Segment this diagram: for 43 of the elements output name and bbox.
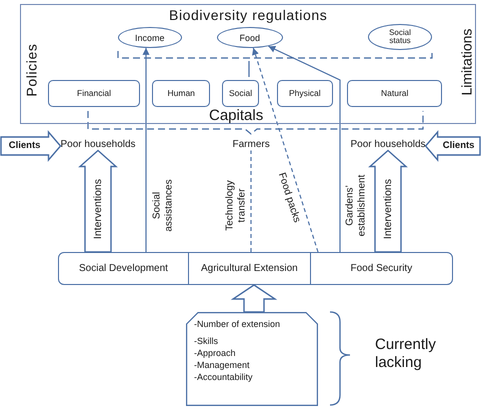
edge-label: Food packs (275, 171, 302, 224)
connector-line (250, 150, 252, 252)
block-arrow (78, 150, 118, 253)
list-item: -Accountability (194, 372, 253, 382)
capital-cell: Financial (48, 80, 140, 107)
arrow (268, 46, 341, 252)
list-box (186, 312, 318, 406)
group-label: Poor households (350, 139, 426, 150)
row-label: Capitals (209, 106, 264, 124)
block-arrow (368, 150, 408, 253)
list-item: -Approach (194, 348, 236, 358)
edge-label: Clients (8, 140, 40, 152)
program-cell: Food Security (310, 252, 453, 285)
program-cell: Social Development (58, 252, 189, 285)
edge-label: Interventions (382, 179, 394, 240)
capital-cell: Social (222, 80, 259, 107)
capital-cell: Human (152, 80, 210, 107)
block-arrow (230, 284, 278, 313)
outcome-ellipse: Social status (368, 24, 432, 50)
list-item: -Number of extension (194, 319, 280, 330)
edge-label: Social assistances (152, 178, 174, 234)
outcome-ellipse: Food (217, 27, 283, 48)
block-arrow (0, 130, 62, 162)
edge-label: Gardens’ establishment (344, 173, 368, 238)
capital-cell: Physical (277, 80, 333, 107)
side-label: Policies (22, 44, 40, 97)
program-cell: Agricultural Extension (188, 252, 311, 285)
arrow (142, 48, 150, 252)
group-label: Poor households (60, 139, 136, 150)
edge-label: Clients (442, 140, 474, 152)
capital-cell: Natural (347, 80, 442, 107)
side-note: Currently lacking (375, 336, 437, 372)
edge-label: Technology transfer (224, 178, 248, 232)
arrow (252, 48, 319, 252)
list-item: -Skills (194, 336, 218, 346)
edge-label: Interventions (92, 179, 104, 240)
list-item: -Management (194, 360, 250, 370)
outcome-ellipse: Income (118, 27, 182, 48)
group-label: Farmers (232, 139, 270, 150)
block-arrow (424, 130, 481, 162)
frame-heading: Biodiversity regulations (169, 7, 328, 24)
side-label: Limitations (458, 28, 474, 96)
outer-frame (20, 4, 476, 124)
